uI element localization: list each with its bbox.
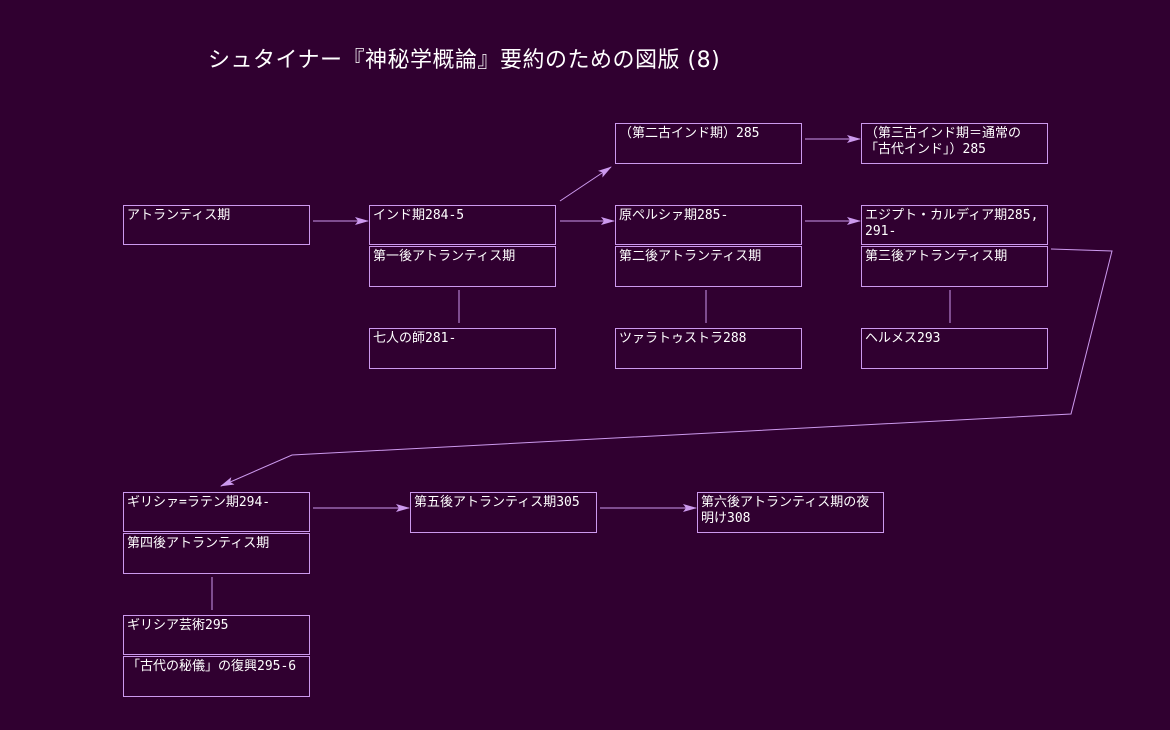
node-greco-latin: ギリシァ=ラテン期294- <box>123 492 310 532</box>
node-sixth-post-atlantis: 第六後アトランティス期の夜明け308 <box>697 492 884 533</box>
node-second-old-india: （第二古インド期）285 <box>615 123 802 164</box>
node-hermes: ヘルメス293 <box>861 328 1048 369</box>
node-egypt-chaldea: エジプト・カルディア期285,291- <box>861 205 1048 245</box>
node-fifth-post-atlantis: 第五後アトランティス期305 <box>410 492 597 533</box>
node-zarathustra: ツァラトゥストラ288 <box>615 328 802 369</box>
node-third-post-atlantis: 第三後アトランティス期 <box>861 246 1048 287</box>
node-fourth-post-atlantis: 第四後アトランティス期 <box>123 533 310 574</box>
arrow-india-to-second-old-india <box>559 166 612 202</box>
node-atlantis: アトランティス期 <box>123 205 310 245</box>
node-greek-art: ギリシア芸術295 <box>123 615 310 655</box>
node-first-post-atlantis: 第一後アトランティス期 <box>369 246 556 287</box>
node-second-post-atlantis: 第二後アトランティス期 <box>615 246 802 287</box>
node-india: インド期284-5 <box>369 205 556 245</box>
node-seven-masters: 七人の師281- <box>369 328 556 369</box>
node-third-old-india: （第三古インド期＝通常の「古代インド」）285 <box>861 123 1048 164</box>
diagram-title: シュタイナー『神秘学概論』要約のための図版 (8) <box>208 48 721 73</box>
node-mysteries-revival: 「古代の秘儀」の復興295-6 <box>123 656 310 697</box>
arrow-egypt-to-greco-latin <box>220 248 1113 487</box>
node-proto-persia: 原ペルシァ期285- <box>615 205 802 245</box>
